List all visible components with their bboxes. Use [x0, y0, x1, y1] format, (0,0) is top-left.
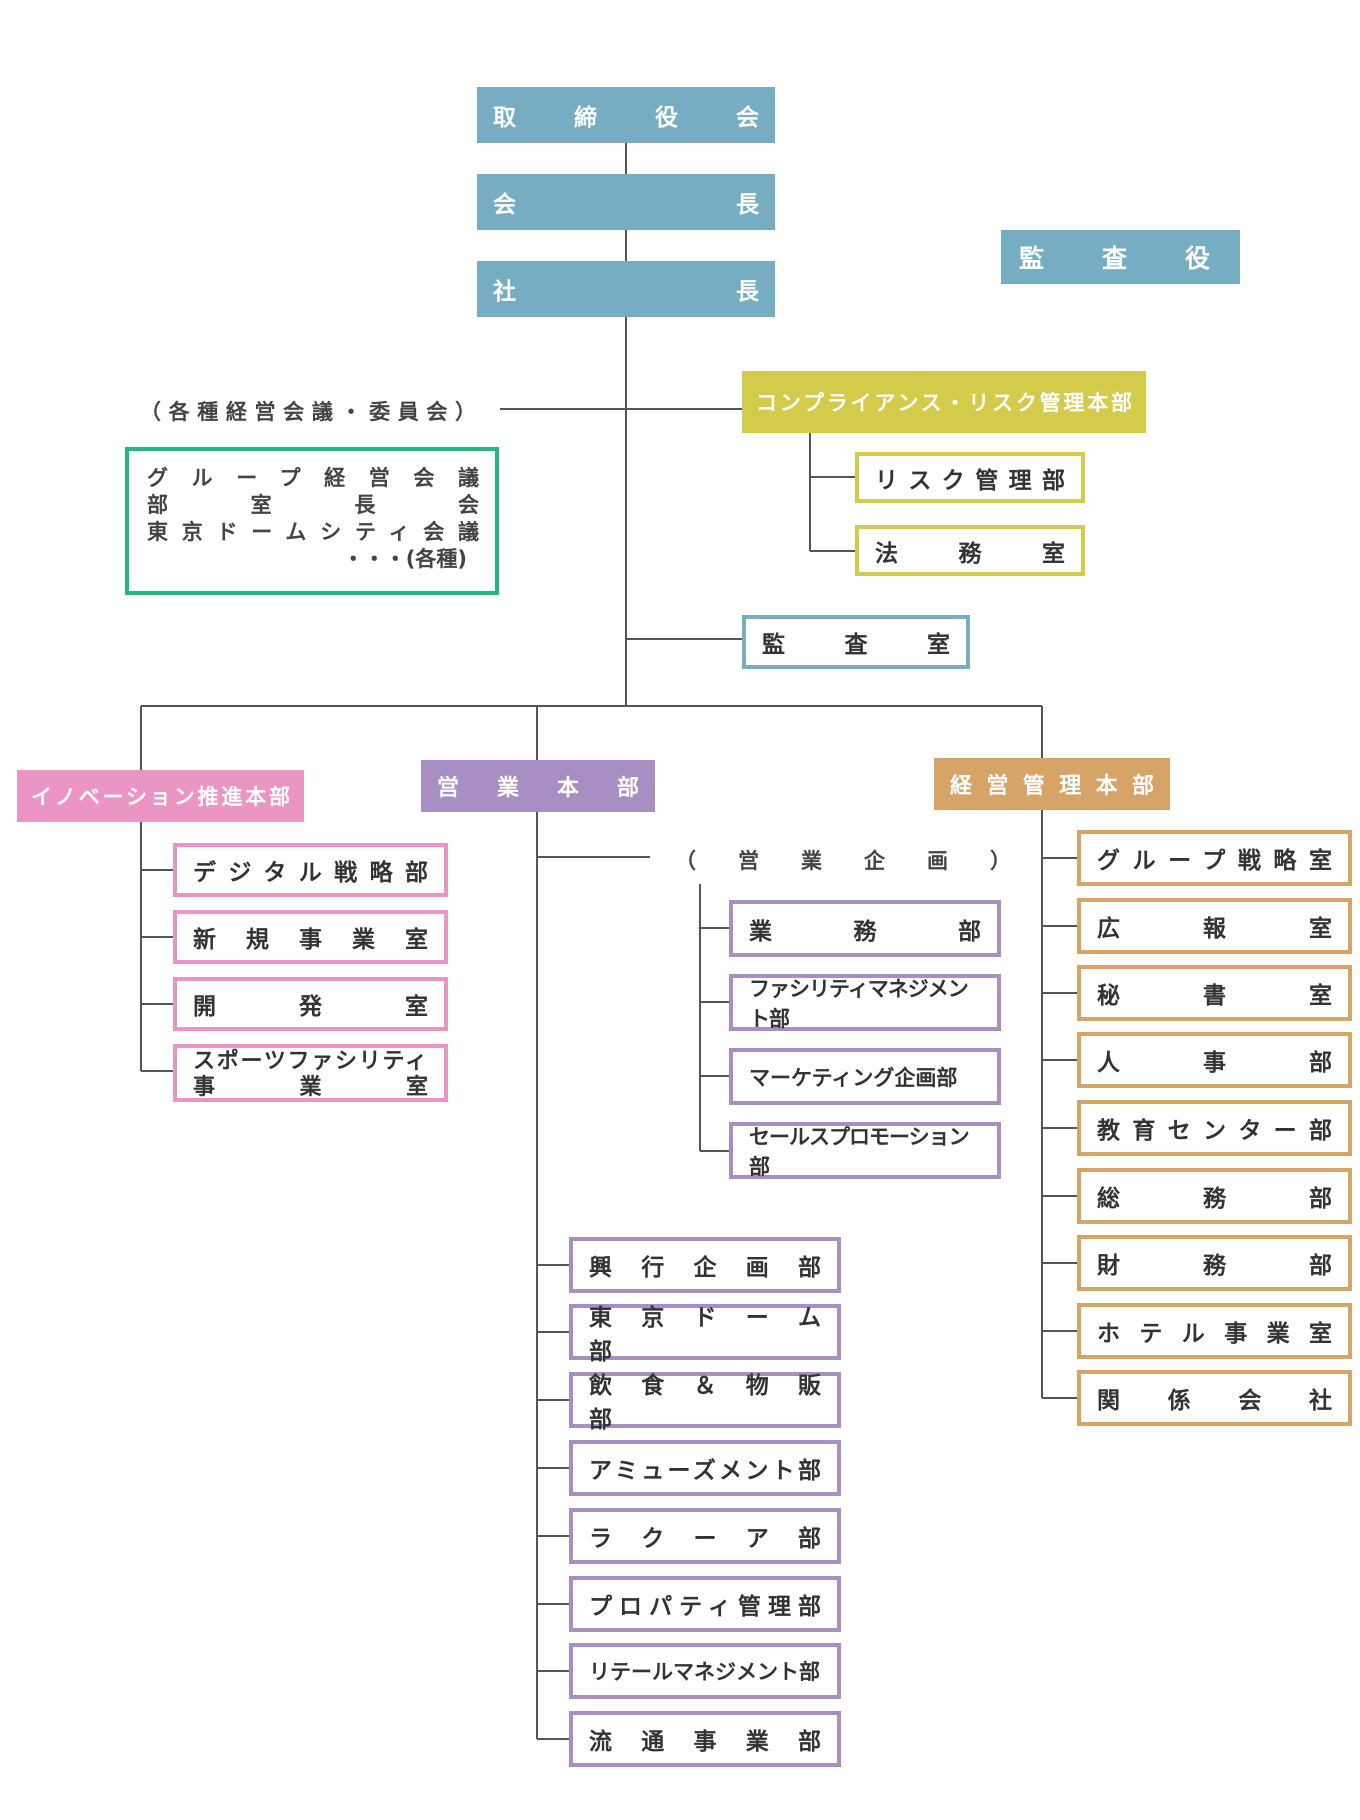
tokyo-dome-box: 東 京 ド ー ム 部	[569, 1304, 844, 1365]
president-box: 社 長	[477, 261, 775, 317]
innovation-division-label: イノベーション推進本部	[31, 785, 290, 809]
event-planning-box: 興 行 企 画 部	[569, 1237, 841, 1293]
legal-office-label: 法 務 室	[875, 540, 1065, 567]
hotel-business-box: ホテル事業室	[1077, 1303, 1352, 1359]
retail-management-box: リテールマネジメント部	[569, 1643, 841, 1699]
risk-management-box: リスク管理部	[855, 452, 1085, 503]
compliance-division-box: コンプライアンス・リスク管理本部	[742, 371, 1146, 433]
sales-division-label: 営 業 本 部	[437, 776, 639, 801]
general-affairs-label: 総 務 部	[1097, 1186, 1332, 1212]
new-business-label: 新 規 事 業 室	[193, 927, 428, 953]
sales-promotion-box: セールスプロモーション部	[729, 1122, 1001, 1179]
chairman-label: 会 長	[493, 192, 759, 218]
digital-strategy-box: デジタル戦略部	[173, 843, 448, 897]
meetings-label: （各種経営会議・委員会）	[140, 400, 480, 424]
retail-management-label: リテールマネジメント部	[589, 1660, 820, 1684]
laqua-label: ラ ク ー ア 部	[589, 1526, 821, 1552]
sports-facility-box: スポーツファシリティ 事 業 室	[173, 1044, 448, 1102]
business-affairs-box: 業 務 部	[729, 900, 1001, 957]
event-planning-label: 興 行 企 画 部	[589, 1255, 821, 1281]
business-affairs-label: 業 務 部	[749, 918, 981, 945]
marketing-planning-label: マーケティング企画部	[749, 1065, 958, 1090]
development-label: 開 発 室	[193, 994, 428, 1020]
sales-division-box: 営 業 本 部	[421, 760, 655, 812]
digital-strategy-label: デジタル戦略部	[193, 860, 428, 886]
legal-office-box: 法 務 室	[855, 525, 1085, 576]
finance-label: 財 務 部	[1097, 1253, 1332, 1279]
chairman-box: 会 長	[477, 174, 775, 230]
education-center-label: 教育センター部	[1097, 1118, 1332, 1144]
distribution-business-label: 流 通 事 業 部	[589, 1729, 821, 1755]
amusement-label: アミューズメント部	[589, 1458, 821, 1484]
innovation-division-box: イノベーション推進本部	[17, 770, 304, 822]
food-merchandise-box: 飲 食 ＆ 物 販 部	[569, 1372, 844, 1433]
audit-room-box: 監 査 室	[742, 615, 970, 669]
risk-management-label: リスク管理部	[875, 467, 1065, 494]
general-affairs-box: 総 務 部	[1077, 1168, 1352, 1224]
sports-facility-line-2: 事 業 室	[193, 1075, 428, 1100]
management-division-box: 経営管理本部	[934, 758, 1170, 810]
laqua-box: ラ ク ー ア 部	[569, 1508, 841, 1564]
distribution-business-box: 流 通 事 業 部	[569, 1711, 841, 1767]
meetings-box: グループ経営会議 部 室 長 会 東京ドームシティ会議 ・・・(各種)	[125, 447, 499, 595]
public-relations-label: 広 報 室	[1097, 916, 1332, 942]
auditor-box: 監 査 役	[1001, 230, 1240, 284]
tokyo-dome-label: 東 京 ド ー ム 部	[589, 1305, 844, 1365]
group-strategy-label: グループ戦略室	[1097, 848, 1332, 874]
affiliated-companies-label: 関 係 会 社	[1097, 1388, 1332, 1414]
sales-promotion-label: セールスプロモーション部	[749, 1124, 970, 1179]
human-resources-box: 人 事 部	[1077, 1032, 1352, 1088]
amusement-box: アミューズメント部	[569, 1440, 841, 1496]
facility-management-box: ファシリティマネジメント部	[729, 974, 1001, 1031]
new-business-box: 新 規 事 業 室	[173, 910, 448, 964]
education-center-box: 教育センター部	[1077, 1100, 1352, 1156]
meeting-line-4: ・・・(各種)	[342, 547, 467, 571]
secretariat-label: 秘 書 室	[1097, 983, 1332, 1009]
finance-box: 財 務 部	[1077, 1235, 1352, 1291]
management-division-label: 経営管理本部	[950, 774, 1154, 799]
audit-room-label: 監 査 室	[762, 632, 950, 658]
public-relations-box: 広 報 室	[1077, 898, 1352, 954]
food-merchandise-label: 飲 食 ＆ 物 販 部	[589, 1373, 844, 1433]
development-box: 開 発 室	[173, 977, 448, 1031]
property-management-box: プロパティ管理部	[569, 1576, 841, 1632]
secretariat-box: 秘 書 室	[1077, 965, 1352, 1021]
compliance-division-label: コンプライアンス・リスク管理本部	[756, 391, 1132, 415]
sales-planning-label: （ 営 業 企 画 ）	[675, 849, 1011, 873]
meeting-line-2: 部 室 長 会	[147, 493, 479, 517]
group-strategy-box: グループ戦略室	[1077, 830, 1352, 886]
facility-management-label: ファシリティマネジメント部	[749, 976, 969, 1031]
affiliated-companies-box: 関 係 会 社	[1077, 1370, 1352, 1426]
hotel-business-label: ホテル事業室	[1097, 1321, 1332, 1347]
sports-facility-line-1: スポーツファシリティ	[193, 1049, 428, 1074]
property-management-label: プロパティ管理部	[589, 1594, 821, 1620]
president-label: 社 長	[493, 279, 759, 305]
board-of-directors-label: 取 締 役 会	[493, 105, 759, 131]
human-resources-label: 人 事 部	[1097, 1050, 1332, 1076]
auditor-label: 監 査 役	[1019, 244, 1210, 273]
meeting-line-3: 東京ドームシティ会議	[147, 520, 479, 544]
board-of-directors-box: 取 締 役 会	[477, 87, 775, 143]
meeting-line-1: グループ経営会議	[147, 466, 479, 490]
marketing-planning-box: マーケティング企画部	[729, 1048, 1001, 1105]
